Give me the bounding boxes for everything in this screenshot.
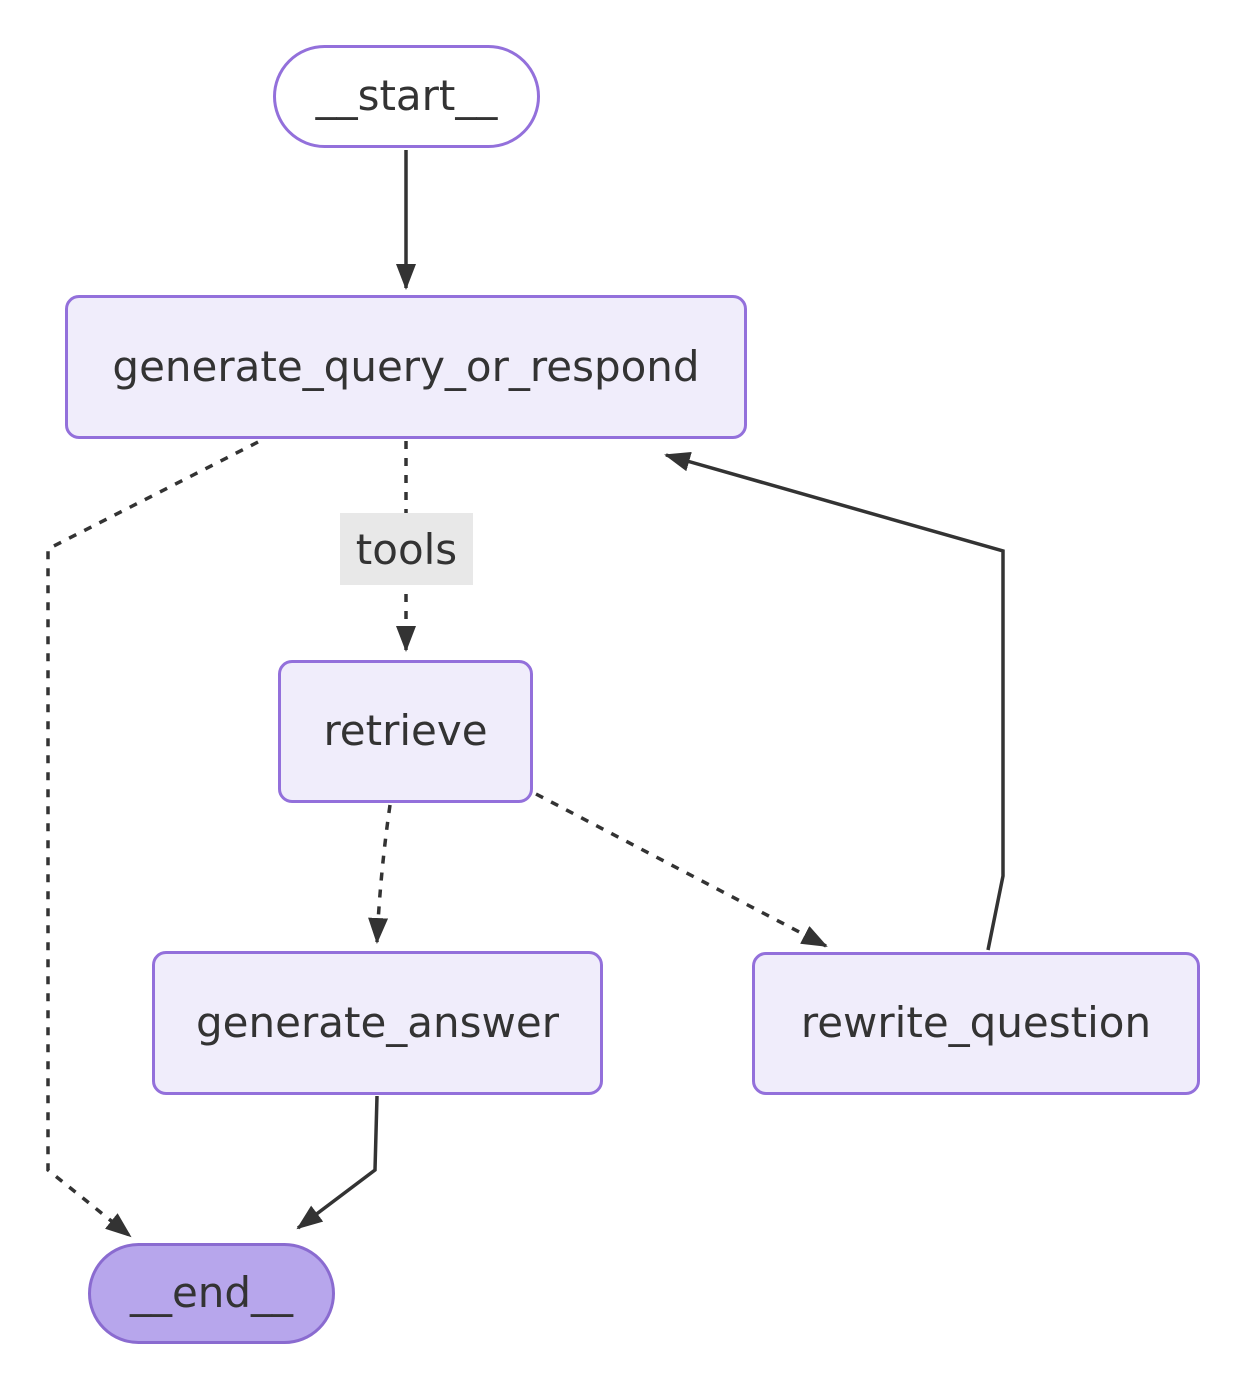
node-generate-query-or-respond-label: generate_query_or_respond xyxy=(112,341,700,391)
edge-label-tools: tools xyxy=(340,513,473,585)
node-start-label: __start__ xyxy=(315,71,498,121)
edge-label-tools-text: tools xyxy=(355,524,458,574)
node-start: __start__ xyxy=(273,45,540,148)
edge-generate-query-or-respond-to-end xyxy=(46,440,259,1238)
node-retrieve: retrieve xyxy=(278,660,533,803)
node-retrieve-label: retrieve xyxy=(323,706,488,756)
node-generate-answer: generate_answer xyxy=(152,951,603,1095)
edge-retrieve-to-rewrite-question xyxy=(535,792,828,948)
edge-generate-answer-to-end xyxy=(296,1095,379,1230)
node-end-label: __end__ xyxy=(129,1268,294,1318)
edge-retrieve-to-generate-answer xyxy=(368,804,392,944)
edge-rewrite-question-to-generate-query-or-respond xyxy=(664,451,1005,951)
node-rewrite-question-label: rewrite_question xyxy=(800,998,1152,1048)
node-generate-answer-label: generate_answer xyxy=(196,997,559,1047)
node-generate-query-or-respond: generate_query_or_respond xyxy=(65,295,747,439)
node-rewrite-question: rewrite_question xyxy=(752,952,1200,1095)
node-end: __end__ xyxy=(88,1243,335,1344)
